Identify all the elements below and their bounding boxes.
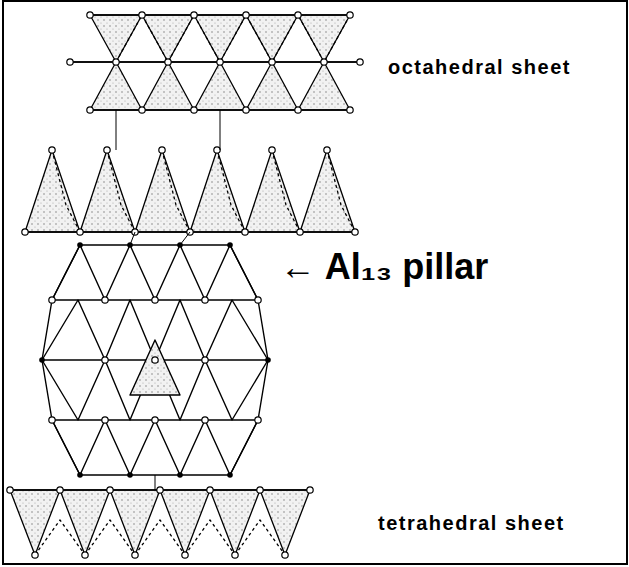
part-label: tetrahedral sheet bbox=[378, 512, 565, 534]
tetrahedral-row-drawing bbox=[25, 110, 355, 232]
al13-pillar-drawing bbox=[42, 232, 268, 490]
frame bbox=[3, 1, 627, 564]
octahedral-sheet-drawing bbox=[70, 15, 360, 110]
tetrahedral-sheet-drawing bbox=[10, 490, 310, 555]
part-label: octahedral sheet bbox=[388, 56, 571, 78]
part-label: ← Al₁₃ pillar bbox=[280, 247, 488, 287]
